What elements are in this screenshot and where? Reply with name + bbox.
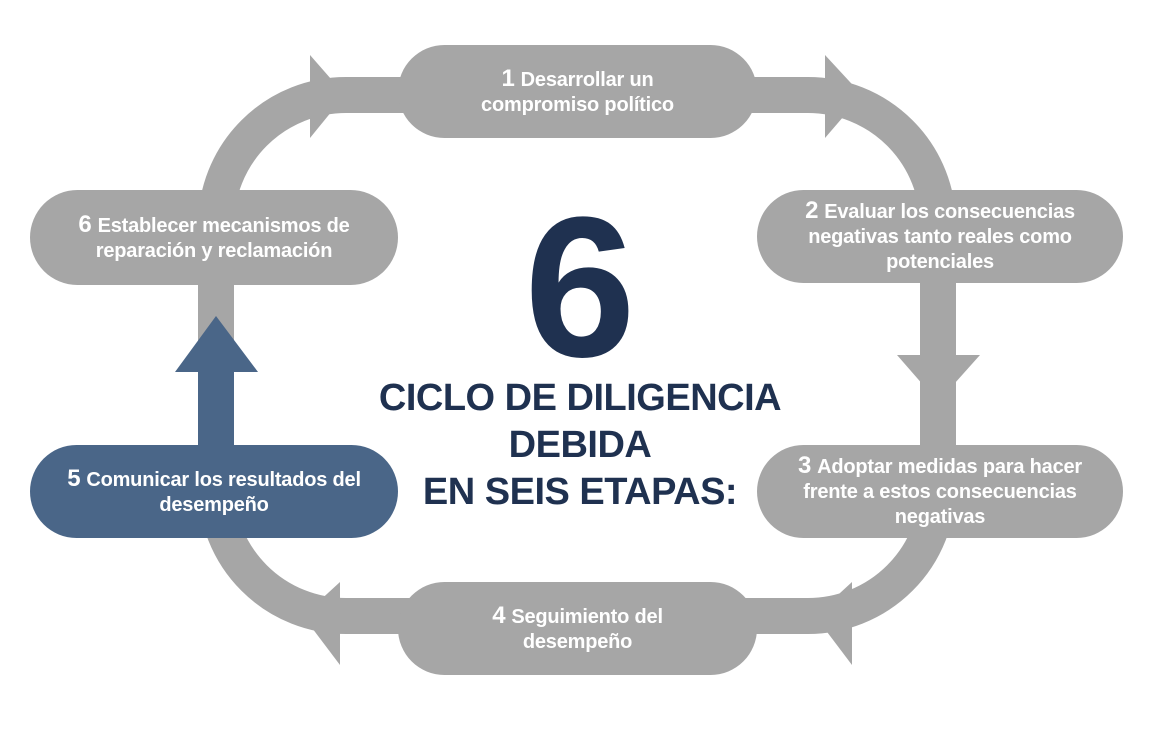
arrow-right-icon <box>825 55 862 138</box>
step-text: Comunicar los resultados del desempeño <box>86 468 361 516</box>
arrow-down-icon <box>897 355 980 402</box>
title-line-1: CICLO DE DILIGENCIA <box>378 377 782 419</box>
step-text: Evaluar los consecuencias negativas tant… <box>808 201 1075 273</box>
step-text: Establecer mecanismos de reparación y re… <box>95 214 350 262</box>
step-number: 6 <box>78 210 92 238</box>
step-number: 2 <box>805 197 819 224</box>
title-line-2: DEBIDA <box>508 424 652 466</box>
step-number: 4 <box>492 601 506 629</box>
step-text: Desarrollar un compromiso político <box>481 68 674 116</box>
arrow-up-icon <box>175 316 258 372</box>
step-6-pill <box>30 190 398 285</box>
step-number: 3 <box>797 452 812 479</box>
step-number: 5 <box>67 464 81 492</box>
step-1-pill <box>398 45 757 138</box>
center-title: 6 CICLO DE DILIGENCIA DEBIDA EN SEIS ETA… <box>330 176 830 516</box>
arrow-left-icon <box>815 582 852 665</box>
step-5-pill <box>30 445 398 538</box>
step-3-pill <box>757 445 1123 538</box>
big-number: 6 <box>524 176 636 399</box>
arrow-left-icon <box>303 582 340 665</box>
title-line-3: EN SEIS ETAPAS: <box>422 471 738 513</box>
step-4-pill <box>398 582 757 675</box>
step-text: Seguimiento del desempeño <box>511 605 663 653</box>
step-2-pill <box>757 190 1123 283</box>
step-number: 1 <box>501 64 515 92</box>
blue-arrow-shaft <box>198 368 234 458</box>
arrow-right-icon <box>310 55 345 138</box>
step-text: Adoptar medidas para hacer frente a esto… <box>803 456 1083 528</box>
